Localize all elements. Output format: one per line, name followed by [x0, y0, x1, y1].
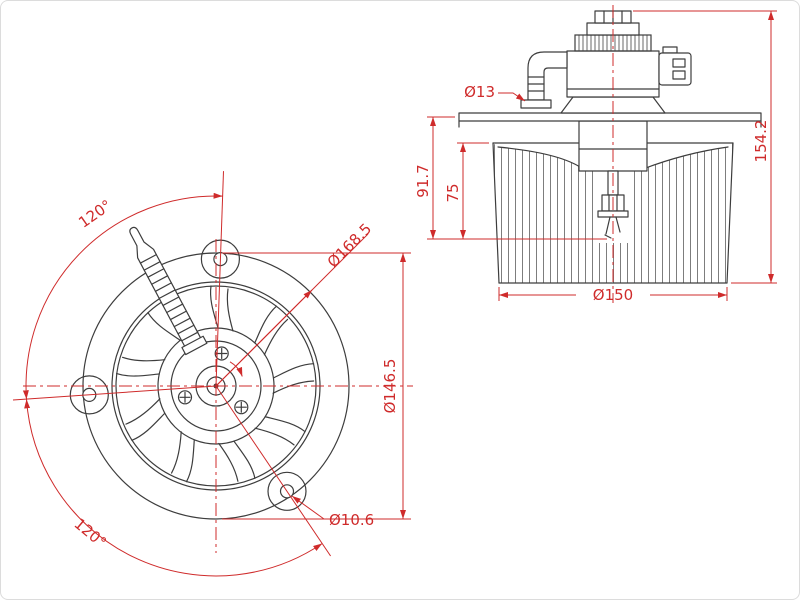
- dim-housing-to-shaft: 75: [444, 142, 489, 239]
- label-pipe-dia: Ø13: [464, 83, 495, 101]
- dim-overall-height: 154.2: [633, 10, 777, 284]
- rotation-arrow: [229, 361, 243, 377]
- hub-screw: [177, 390, 193, 405]
- label-fan-dia: Ø150: [593, 286, 633, 304]
- dim-flange-diameter: Ø146.5: [222, 252, 411, 520]
- label-angle-bottom: 120°: [71, 515, 110, 552]
- hub-screws: [177, 346, 249, 415]
- front-view: 120° 120° Ø168.5 Ø146.5 Ø10.6: [12, 171, 413, 577]
- dim-pipe-diameter: Ø13: [464, 83, 526, 102]
- dim-plate-to-shaft: 91.7: [414, 116, 607, 240]
- side-view: 91.7 75 154.2 Ø150 Ø13: [414, 5, 777, 304]
- label-hole-dia: Ø10.6: [329, 511, 374, 529]
- label-overall-height: 154.2: [752, 120, 770, 163]
- label-flange-dia: Ø146.5: [381, 359, 399, 414]
- label-plate-to-shaft: 91.7: [414, 164, 432, 197]
- dim-fan-diameter: Ø150: [498, 286, 728, 304]
- label-angle-top: 120°: [75, 196, 115, 231]
- dim-mount-hole: Ø10.6: [291, 495, 374, 529]
- label-housing-to-shaft: 75: [444, 183, 462, 202]
- drain-elbow: [520, 51, 568, 109]
- dim-bolt-circle: Ø168.5: [215, 220, 375, 387]
- label-bolt-circle-dia: Ø168.5: [324, 220, 375, 271]
- connector: [658, 46, 692, 86]
- hub-screw: [234, 400, 249, 415]
